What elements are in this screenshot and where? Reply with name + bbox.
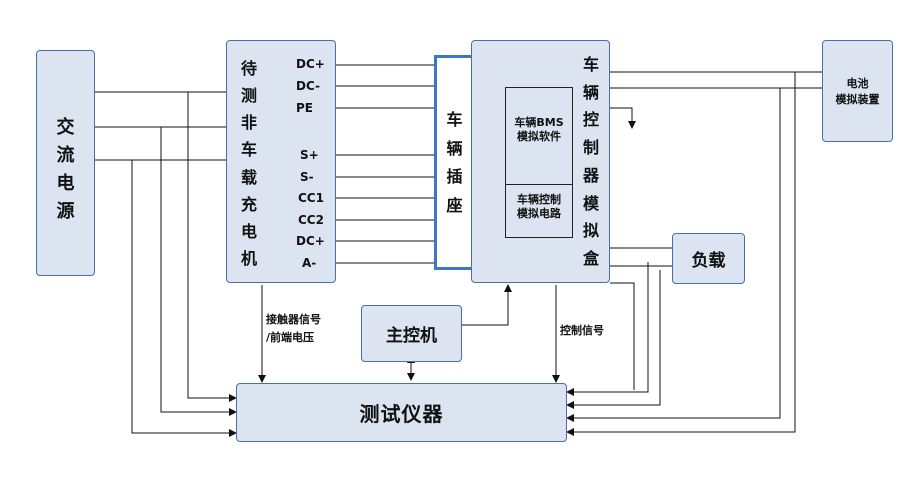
master-label: 主控机	[386, 326, 437, 346]
vehicle-control-circuit: 车辆控制 模拟电路	[505, 184, 573, 238]
simulator-char-7: 拟	[582, 221, 599, 241]
ac-source-char-4: 源	[56, 201, 75, 222]
port-dc-minus: DC-	[296, 79, 321, 93]
ac-power-source: 交 流 电 源	[36, 50, 95, 276]
charger-char-4: 车	[240, 140, 257, 160]
bms-line-2: 模拟软件	[517, 129, 561, 143]
port-cc1: CC1	[298, 191, 324, 205]
charger-char-7: 电	[240, 221, 257, 241]
contactor-line-2: /前端电压	[266, 330, 315, 344]
socket-char-1: 车	[446, 110, 463, 129]
port-s-plus: S+	[300, 148, 319, 162]
charger-char-3: 非	[240, 113, 257, 133]
battery-line-1: 电池	[846, 77, 869, 90]
charger-char-2: 测	[240, 86, 257, 106]
charger-char-8: 机	[240, 248, 257, 268]
instrument-label: 测试仪器	[359, 402, 444, 426]
simulator-char-3: 控	[582, 110, 599, 130]
port-dc-plus-2: DC+	[296, 234, 325, 248]
master-controller: 主控机	[361, 305, 462, 362]
port-pe: PE	[296, 101, 313, 115]
port-a-minus: A-	[302, 256, 317, 270]
simulator-char-5: 器	[582, 165, 599, 185]
contactor-signal-label: 接触器信号 /前端电压	[266, 311, 321, 346]
ctrl-line-1: 车辆控制	[517, 193, 561, 206]
charger-char-1: 待	[240, 59, 257, 78]
port-cc2: CC2	[298, 213, 324, 227]
vehicle-socket: 车 辆 插 座	[434, 55, 472, 270]
simulator-char-8: 盒	[582, 248, 599, 268]
load: 负载	[672, 233, 745, 284]
simulator-char-6: 模	[582, 193, 599, 213]
charger-char-5: 载	[240, 167, 257, 187]
simulator-char-1: 车	[582, 55, 599, 74]
simulator-char-2: 辆	[582, 82, 599, 102]
vehicle-controller-simulator: 车辆BMS 模拟软件 车辆控制 模拟电路 车 辆 控 制 器 模 拟 盒	[471, 40, 610, 283]
charger-under-test: 待 测 非 车 载 充 电 机	[226, 40, 336, 283]
ac-source-char-2: 流	[56, 145, 75, 166]
simulator-char-4: 制	[582, 138, 599, 158]
socket-char-2: 辆	[446, 138, 463, 158]
socket-char-3: 插	[446, 167, 463, 187]
socket-char-4: 座	[446, 195, 463, 215]
ac-source-char-1: 交	[56, 117, 75, 138]
port-s-minus: S-	[300, 170, 314, 184]
ctrl-line-2: 模拟电路	[517, 206, 561, 220]
control-signal-label: 控制信号	[560, 324, 604, 337]
test-instrument: 测试仪器	[236, 383, 567, 442]
bms-line-1: 车辆BMS	[514, 116, 564, 129]
load-label: 负载	[691, 251, 726, 271]
bms-simulation-software: 车辆BMS 模拟软件	[505, 87, 573, 185]
contactor-line-1: 接触器信号	[266, 313, 321, 326]
ac-source-char-3: 电	[56, 173, 75, 194]
port-dc-plus: DC+	[296, 57, 325, 71]
charger-char-6: 充	[240, 194, 257, 214]
battery-line-2: 模拟装置	[835, 92, 880, 106]
battery-simulator: 电池 模拟装置	[822, 40, 893, 142]
